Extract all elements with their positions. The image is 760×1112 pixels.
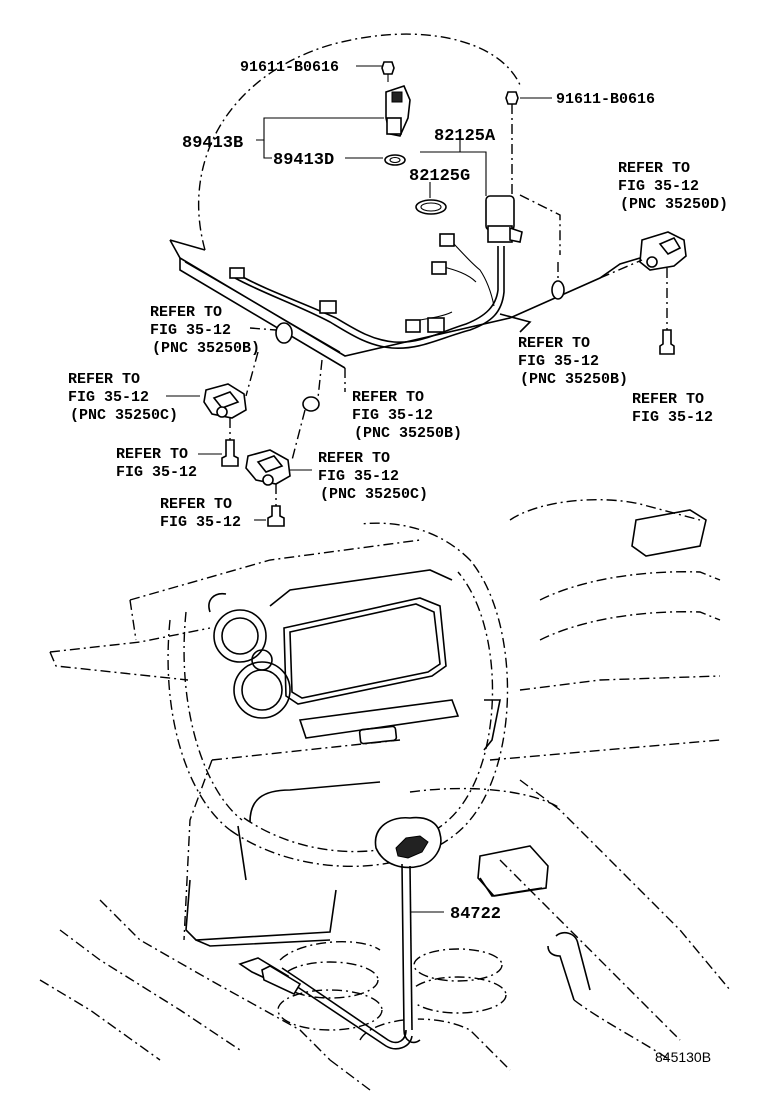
figure-code: 845130B [655, 1049, 711, 1065]
label-group: 91611-B0616 91611-B0616 89413B 89413D 82… [68, 59, 728, 1065]
ref-text-pnc: (PNC 35250C) [70, 407, 178, 424]
ref-text-refer: REFER TO [518, 335, 590, 352]
ref-text-pnc: (PNC 35250D) [620, 196, 728, 213]
part-label-82125g: 82125G [409, 167, 470, 186]
ref-text-fig: FIG 35-12 [150, 322, 231, 339]
ref-text-fig: FIG 35-12 [632, 409, 713, 426]
part-label-89413d: 89413D [273, 151, 334, 170]
ref-text-pnc: (PNC 35250B) [152, 340, 260, 357]
ref-text-pnc: (PNC 35250C) [320, 486, 428, 503]
ref-text-refer: REFER TO [150, 304, 222, 321]
o-ring-right-icon [551, 280, 565, 300]
ref-text-refer: REFER TO [632, 391, 704, 408]
ref-text-fig: FIG 35-12 [318, 468, 399, 485]
bolt-91611-top-icon [381, 61, 395, 82]
ref-text-refer: REFER TO [68, 371, 140, 388]
ref-text-fig: FIG 35-12 [160, 514, 241, 531]
speed-sensor-89413 [384, 85, 411, 166]
part-label-89413b: 89413B [182, 134, 243, 153]
wire-harness-82125a [229, 195, 523, 349]
leader-lines [166, 65, 552, 521]
ref-text-refer: REFER TO [160, 496, 232, 513]
ref-text-refer: REFER TO [116, 446, 188, 463]
part-label-82125a: 82125A [434, 127, 496, 146]
ref-text-refer: REFER TO [352, 389, 424, 406]
ref-text-refer: REFER TO [318, 450, 390, 467]
part-label-bolt-top: 91611-B0616 [240, 59, 339, 76]
ref-text-fig: FIG 35-12 [352, 407, 433, 424]
part-label-bolt-right: 91611-B0616 [556, 91, 655, 108]
ref-text-fig: FIG 35-12 [618, 178, 699, 195]
bolt-91611-right-icon [505, 91, 519, 194]
shift-lever-cable-84722 [238, 816, 444, 1050]
ref-text-fig: FIG 35-12 [518, 353, 599, 370]
lower-left-parts [203, 322, 323, 527]
control-part-35250d [599, 231, 687, 355]
ref-text-pnc: (PNC 35250B) [354, 425, 462, 442]
ref-text-fig: FIG 35-12 [68, 389, 149, 406]
part-label-84722: 84722 [450, 905, 501, 924]
ref-text-fig: FIG 35-12 [116, 464, 197, 481]
ref-text-refer: REFER TO [618, 160, 690, 177]
vehicle-interior [39, 499, 731, 1091]
ref-text-pnc: (PNC 35250B) [520, 371, 628, 388]
